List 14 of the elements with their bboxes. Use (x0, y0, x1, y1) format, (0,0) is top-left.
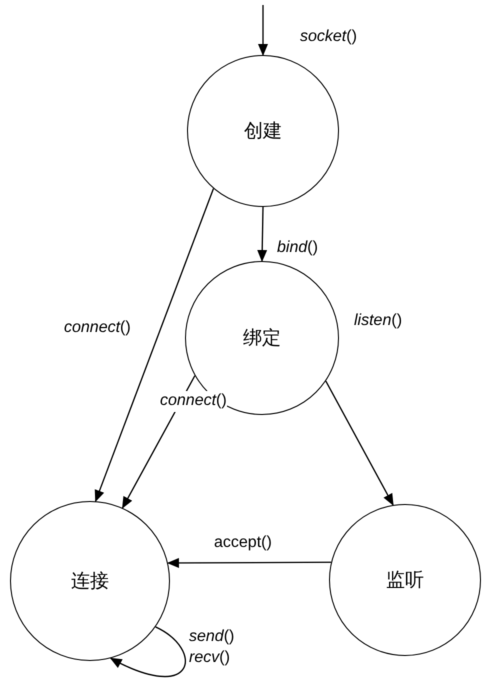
state-circle (10, 501, 170, 661)
arrow (258, 5, 268, 56)
state-label: 创建 (244, 120, 282, 144)
state-circle (329, 504, 481, 656)
state-label: 监听 (386, 569, 424, 593)
arrow (166, 558, 332, 568)
arrow (257, 206, 268, 262)
arrow (94, 188, 214, 502)
state-label: 连接 (71, 570, 109, 594)
self-loop-arrow (110, 626, 186, 677)
edge-label: connect() (160, 391, 227, 412)
arrow (325, 380, 394, 506)
state-circle (187, 55, 339, 207)
state-label: 绑定 (243, 327, 281, 351)
